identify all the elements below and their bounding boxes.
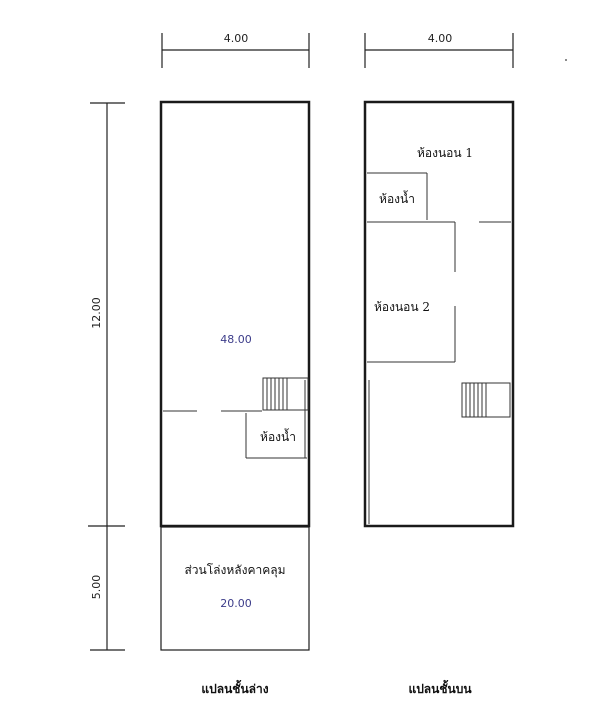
upper-bedroom2-label: ห้องนอน 2	[374, 300, 430, 314]
ground-width-dimension	[161, 33, 310, 68]
upper-width-label: 4.00	[428, 32, 453, 45]
upper-floor-plan: ห้องนอน 1 ห้องน้ำ ห้องนอน 2	[363, 100, 515, 528]
ground-width-label: 4.00	[224, 32, 249, 45]
upper-stair	[461, 382, 511, 418]
rear-covered-area-value: 20.00	[220, 597, 252, 610]
ground-stair	[262, 377, 309, 411]
ground-bathroom-label: ห้องน้ำ	[260, 428, 296, 444]
stray-mark	[565, 59, 567, 61]
ground-floor-plan: 48.00 ห้องน้ำ ส่วนโล่งหลังคาคลุม 20.00	[159, 100, 311, 651]
ground-floor-caption: แปลนชั้นล่าง	[201, 679, 268, 696]
ground-main-area: 48.00	[220, 333, 252, 346]
rear-covered-area-label: ส่วนโล่งหลังคาคลุม	[184, 563, 285, 578]
upper-floor-caption: แปลนชั้นบน	[408, 679, 472, 696]
main-length-dimension	[88, 102, 125, 651]
main-length-label: 12.00	[90, 297, 103, 329]
rear-covered-area-outline	[160, 526, 310, 651]
upper-width-dimension	[364, 33, 514, 68]
ground-floor-outline	[159, 100, 311, 528]
upper-bedroom1-label: ห้องนอน 1	[417, 146, 473, 160]
upper-bathroom-label: ห้องน้ำ	[379, 190, 415, 206]
upper-floor-outline	[363, 100, 515, 528]
rear-length-label: 5.00	[90, 575, 103, 600]
